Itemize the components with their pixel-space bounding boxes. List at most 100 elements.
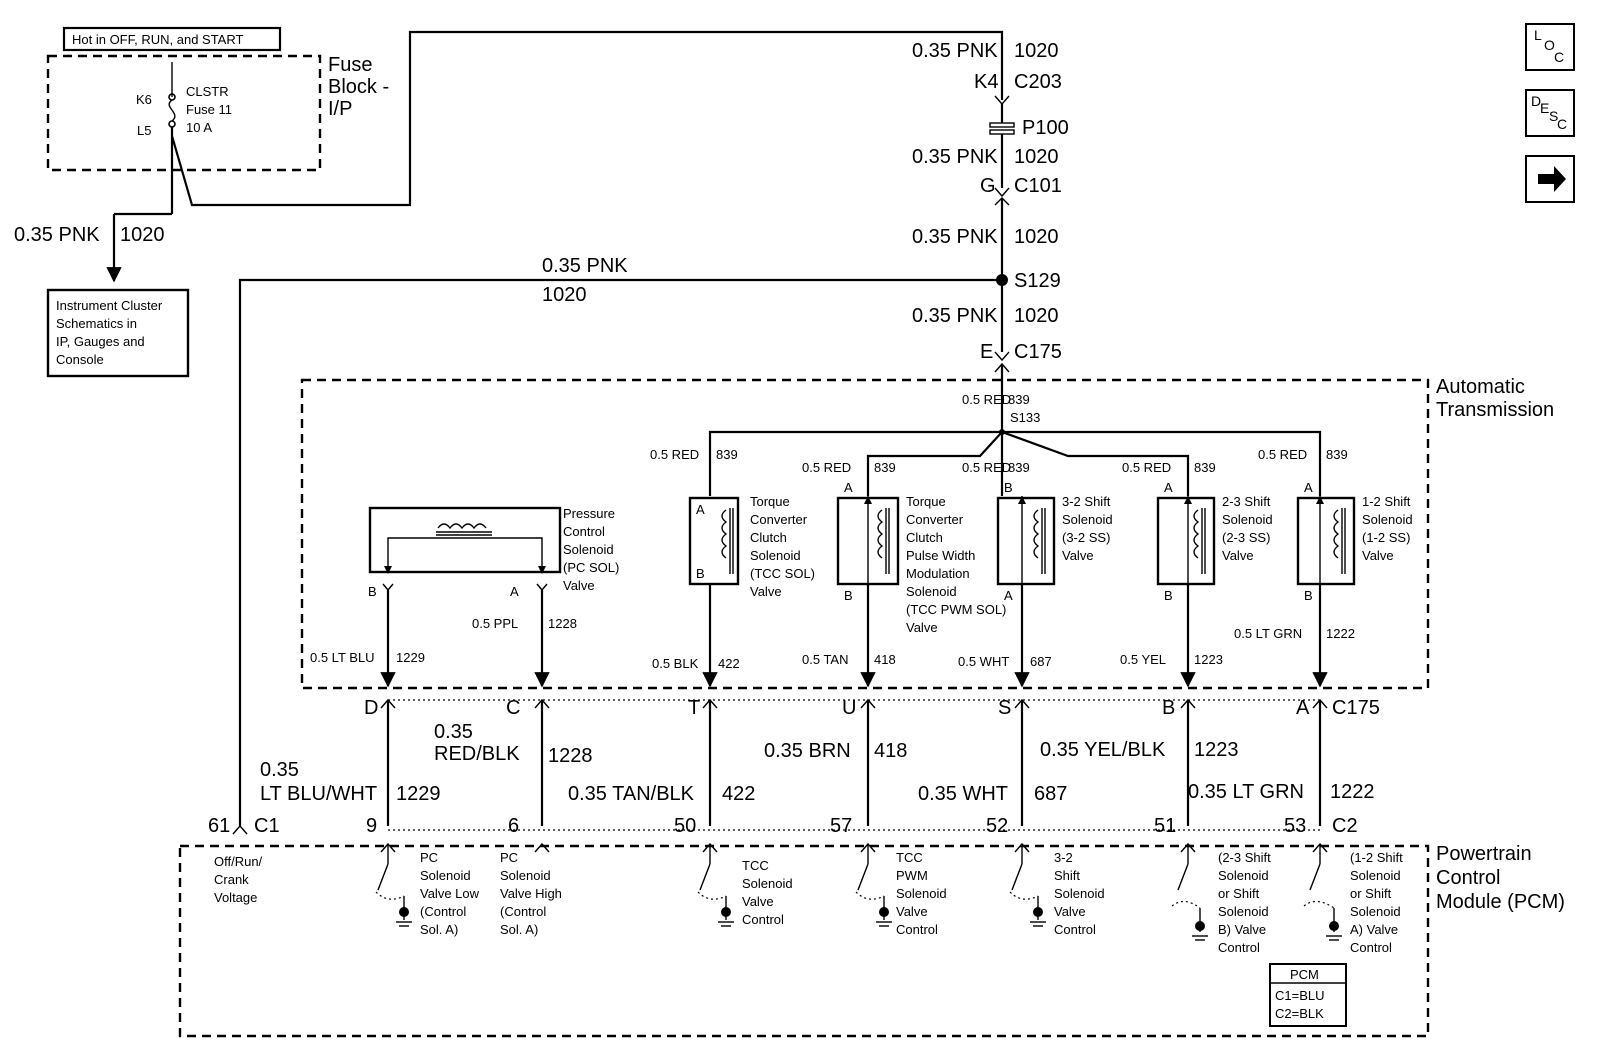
- loc-button[interactable]: L O C: [1525, 23, 1575, 71]
- hot-label-box: [62, 26, 282, 52]
- pc-sol-label-1: Pressure: [563, 506, 615, 521]
- ss23-coil-icon: [1184, 496, 1206, 584]
- wire-red-23: [1001, 430, 1190, 496]
- pwm-pin-top: A: [844, 480, 853, 495]
- pwm-label-4: Pulse Width: [906, 548, 975, 563]
- feed-p100: P100: [1022, 117, 1069, 139]
- low-wire-3-circuit: 422: [718, 656, 740, 671]
- c175-pin-t: T: [688, 697, 700, 719]
- pcm-legend-box: [1269, 963, 1347, 1027]
- driver-4-line-3: Solenoid: [896, 886, 947, 901]
- driver-7-line-3: or Shift: [1350, 886, 1392, 901]
- fuse-pin-k6: K6: [136, 92, 152, 107]
- c101-connector-icon: [994, 187, 1010, 198]
- feed-w1-circuit: 1020: [1014, 40, 1059, 62]
- low-wire-7-circuit: 1222: [1326, 626, 1355, 641]
- feed-w2-circuit: 1020: [1014, 146, 1059, 168]
- fuse-name-2: Fuse 11: [186, 102, 232, 117]
- ss32-label-3: (3-2 SS): [1062, 530, 1110, 545]
- driver-2-line-5: Sol. A): [500, 922, 538, 937]
- pc-sol-label-2: Control: [563, 524, 605, 539]
- pcm-driver-switch-icon: [697, 842, 734, 927]
- hot-label: Hot in OFF, RUN, and START: [72, 32, 244, 47]
- low-wire-2-gauge: 0.5 PPL: [472, 616, 518, 631]
- pwm-label-8: Valve: [906, 620, 938, 635]
- low-wire-5-circuit: 687: [1030, 654, 1052, 669]
- red-wire-12-gauge: 0.5 RED: [1258, 447, 1307, 462]
- pcm-voltage-2: Crank: [214, 872, 249, 887]
- tcc-coil-icon: [721, 508, 734, 574]
- pcm-title-2: Control: [1436, 867, 1500, 889]
- red-wire-tcc-gauge: 0.5 RED: [650, 447, 699, 462]
- pwm-pin-bot: B: [844, 588, 853, 603]
- fuse-pin-l5: L5: [137, 123, 151, 138]
- pcm-pin-57: 57: [830, 815, 852, 837]
- ss32-label-4: Valve: [1062, 548, 1094, 563]
- feed-c101: C101: [1014, 175, 1062, 197]
- low-wire-4-gauge: 0.5 TAN: [802, 652, 848, 667]
- driver-5-line-2: Shift: [1054, 868, 1080, 883]
- feed-w2-gauge: 0.35 PNK: [912, 146, 998, 168]
- loc-l: L: [1534, 27, 1542, 43]
- cluster-wire-circuit: 1020: [120, 224, 165, 246]
- pcm-pin-53: 53: [1284, 815, 1306, 837]
- tcc-label-3: Clutch: [750, 530, 787, 545]
- pc-sol-label-4: (PC SOL): [563, 560, 619, 575]
- harness-1-gauge-b: LT BLU/WHT: [260, 783, 377, 805]
- ss32-pin-bot: A: [1004, 588, 1013, 603]
- pwm-label-5: Modulation: [906, 566, 970, 581]
- c175-pin-b: B: [1162, 697, 1175, 719]
- c175-pin-s: S: [998, 697, 1011, 719]
- feed-c203: C203: [1014, 71, 1062, 93]
- pc-pin-a: A: [510, 584, 519, 599]
- driver-5-line-1: 3-2: [1054, 850, 1073, 865]
- c175-top-connector-icon: [994, 351, 1010, 362]
- red-wire-pwm-circuit: 839: [874, 460, 896, 475]
- pc-solenoid[interactable]: [368, 506, 562, 574]
- red-wire-23-circuit: 839: [1194, 460, 1216, 475]
- low-wire-4-circuit: 418: [874, 652, 896, 667]
- tcc-label-5: (TCC SOL): [750, 566, 815, 581]
- driver-4-line-5: Control: [896, 922, 938, 937]
- transmission-outline: [300, 378, 1430, 690]
- splice-wire-circuit: 839: [1008, 392, 1030, 407]
- pcm-title-1: Powertrain: [1436, 843, 1532, 865]
- driver-3-line-3: Valve: [742, 894, 774, 909]
- fuse-block-title-2: Block -: [328, 76, 389, 98]
- low-wire-1-gauge: 0.5 LT BLU: [310, 650, 375, 665]
- pwm-label-2: Converter: [906, 512, 964, 527]
- driver-3-line-2: Solenoid: [742, 876, 793, 891]
- harness-2-gauge-a: 0.35: [434, 721, 473, 743]
- loc-c: C: [1554, 49, 1564, 65]
- feed-w3-circuit: 1020: [1014, 226, 1059, 248]
- c175-label: C175: [1332, 697, 1380, 719]
- harness-5-circuit: 687: [1034, 783, 1067, 805]
- harness-7-circuit: 1222: [1330, 781, 1375, 803]
- wire-red-12: [1002, 430, 1322, 496]
- ss12-label-2: Solenoid: [1362, 512, 1413, 527]
- trans-title-2: Transmission: [1436, 399, 1554, 421]
- desc-button[interactable]: D E S C: [1525, 89, 1575, 137]
- driver-3-line-1: TCC: [742, 858, 769, 873]
- driver-1-line-3: Valve Low: [420, 886, 480, 901]
- legend-c1: C1=BLU: [1275, 988, 1325, 1003]
- c175-pin-d: D: [364, 697, 378, 719]
- driver-6-line-6: Control: [1218, 940, 1260, 955]
- tcc-label-2: Converter: [750, 512, 808, 527]
- fuse-name-3: 10 A: [186, 120, 212, 135]
- trans-title-1: Automatic: [1436, 376, 1525, 398]
- wire-main-feed-top: [170, 30, 1004, 207]
- cluster-box-line-2: Schematics in: [56, 316, 137, 331]
- feed-s129: S129: [1014, 270, 1061, 292]
- pwm-label-3: Clutch: [906, 530, 943, 545]
- feed-w1-gauge: 0.35 PNK: [912, 40, 998, 62]
- instrument-cluster-box[interactable]: [46, 288, 190, 378]
- feed-k4: K4: [974, 71, 998, 93]
- driver-2-line-1: PC: [500, 850, 518, 865]
- next-button[interactable]: [1525, 155, 1575, 203]
- driver-6-line-3: or Shift: [1218, 886, 1260, 901]
- p100-passthrough-icon: [989, 122, 1015, 135]
- pcm-pin-6: 6: [508, 815, 519, 837]
- driver-3-line-4: Control: [742, 912, 784, 927]
